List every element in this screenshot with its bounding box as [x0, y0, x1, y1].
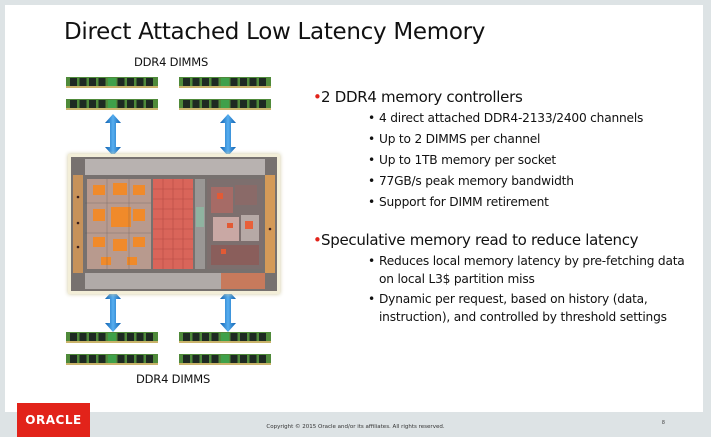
list-item: •Dynamic per request, based on history (…	[368, 292, 667, 324]
section-heading: •2 DDR4 memory controllers	[313, 88, 523, 106]
list-item: •4 direct attached DDR4-2133/2400 channe…	[368, 111, 644, 125]
slide-title: Direct Attached Low Latency Memory	[64, 19, 486, 45]
dimm-module	[66, 99, 158, 110]
list-item: •Reduces local memory latency by pre-fet…	[368, 254, 685, 286]
double-arrow-icon	[105, 114, 121, 156]
section-heading: •Speculative memory read to reduce laten…	[313, 231, 639, 249]
dimm-module	[179, 77, 271, 88]
list-item: •77GB/s peak memory bandwidth	[368, 174, 574, 188]
list-item: •Support for DIMM retirement	[368, 195, 549, 209]
copyright-text: Copyright © 2015 Oracle and/or its affil…	[266, 424, 445, 430]
page-number: 8	[662, 420, 665, 426]
bullet-content: •2 DDR4 memory controllers •4 direct att…	[313, 88, 693, 326]
double-arrow-icon	[105, 290, 121, 332]
dimm-label-top: DDR4 DIMMS	[134, 55, 209, 69]
processor-die-image	[68, 154, 280, 294]
red-bullet-icon: •	[313, 88, 322, 106]
die-graphic	[71, 157, 277, 291]
bullet-icon: •	[368, 292, 375, 306]
bullet-icon: •	[368, 111, 375, 125]
list-item: •Up to 2 DIMMS per channel	[368, 132, 541, 146]
dimm-module	[66, 332, 158, 343]
double-arrow-icon	[220, 290, 236, 332]
bullet-icon: •	[368, 132, 375, 146]
section-memory-controllers: •2 DDR4 memory controllers •4 direct att…	[313, 88, 693, 209]
bullet-icon: •	[368, 153, 375, 167]
bullet-icon: •	[368, 254, 375, 268]
dimm-module	[179, 354, 271, 365]
dimm-module	[66, 354, 158, 365]
dimm-module	[66, 77, 158, 88]
dimm-module	[179, 99, 271, 110]
list-item: •Up to 1TB memory per socket	[368, 153, 556, 167]
bullet-icon: •	[368, 174, 375, 188]
section-speculative-read: •Speculative memory read to reduce laten…	[313, 231, 693, 326]
red-bullet-icon: •	[313, 231, 322, 249]
double-arrow-icon	[220, 114, 236, 156]
oracle-logo: ORACLE	[17, 403, 90, 437]
bullet-icon: •	[368, 195, 375, 209]
dimm-module	[179, 332, 271, 343]
dimm-label-bottom: DDR4 DIMMS	[136, 372, 211, 386]
